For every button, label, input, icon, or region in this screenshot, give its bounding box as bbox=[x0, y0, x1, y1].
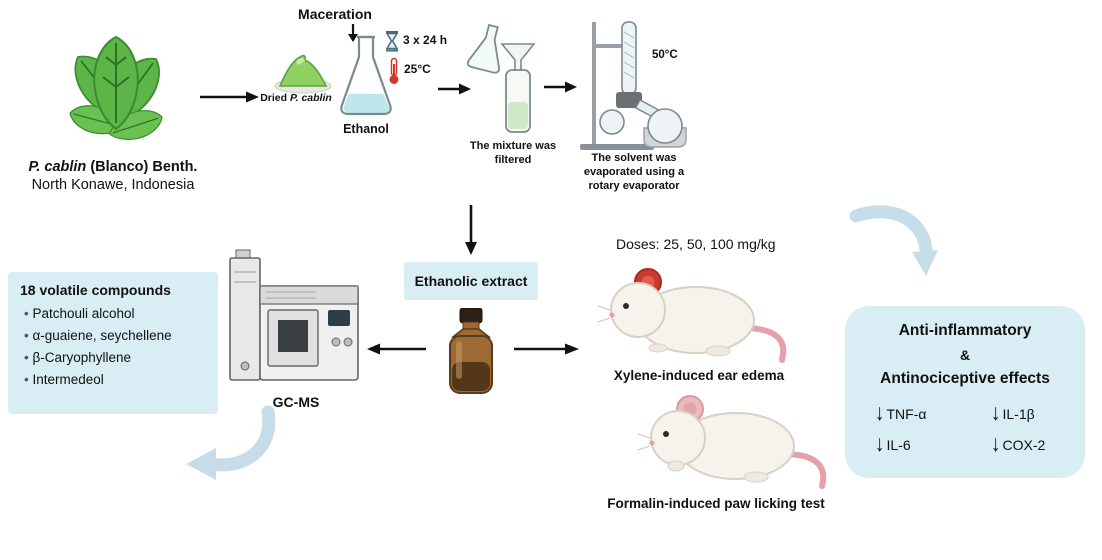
evaporation-temperature: 50°C bbox=[652, 49, 678, 61]
evaporation-caption: The solvent was evaporated using a rotar… bbox=[583, 152, 685, 192]
down-arrow-icon: ↓ bbox=[991, 400, 1001, 427]
mouse-paw-licking-illustration bbox=[637, 395, 827, 489]
hourglass-icon bbox=[385, 31, 399, 52]
ethanolic-extract-box: Ethanolic extract bbox=[404, 262, 538, 300]
dried-plant-pile-illustration bbox=[274, 54, 332, 94]
plant-authority: (Blanco) Benth. bbox=[86, 159, 198, 175]
down-arrow-icon: ↓ bbox=[991, 431, 1001, 458]
marker-label-il6: IL-6 bbox=[886, 436, 911, 453]
maceration-duration: 3 x 24 h bbox=[403, 33, 448, 47]
gcms-label: GC-MS bbox=[272, 394, 320, 410]
compounds-title: 18 volatile compounds bbox=[20, 282, 171, 298]
rotary-evaporator-illustration bbox=[580, 21, 687, 150]
filtration-bottle-illustration bbox=[500, 43, 536, 133]
volatile-compounds-panel: 18 volatile compounds Patchouli alcohol … bbox=[8, 272, 218, 414]
marker-label-cox2: COX-2 bbox=[1002, 436, 1046, 453]
filtration-caption: The mixture was filtered bbox=[469, 140, 557, 166]
markers-left-column: ↓ TNF-α ↓ IL-6 bbox=[859, 400, 965, 466]
dried-plant-label: Dried P. cablin bbox=[248, 92, 344, 105]
arrow-filtration-to-evaporation bbox=[544, 81, 577, 93]
doses-label: Doses: 25, 50, 100 mg/kg bbox=[616, 236, 776, 252]
marker-il1b: ↓ IL-1β bbox=[991, 400, 1071, 427]
marker-cox2: ↓ COX-2 bbox=[991, 431, 1071, 458]
maceration-temperature: 25°C bbox=[404, 62, 431, 76]
marker-label-il1b: IL-1β bbox=[1002, 405, 1035, 422]
erlenmeyer-flask-illustration bbox=[340, 35, 392, 116]
compound-item-2: α-guaiene, seychellene bbox=[24, 328, 206, 343]
maceration-title: Maceration bbox=[298, 6, 372, 22]
swoosh-arrow-gcms bbox=[186, 405, 276, 480]
ethanolic-extract-label: Ethanolic extract bbox=[414, 273, 528, 289]
effects-markers: ↓ TNF-α ↓ IL-6 ↓ IL-1β ↓ COX-2 bbox=[859, 400, 1071, 466]
down-arrow-icon: ↓ bbox=[875, 431, 885, 458]
thermometer-icon bbox=[389, 57, 399, 84]
down-arrow-icon: ↓ bbox=[875, 400, 885, 427]
effects-title-1: Anti-inflammatory bbox=[898, 322, 1032, 339]
effects-title-2: Antinociceptive effects bbox=[880, 370, 1050, 387]
patchouli-leaf-illustration bbox=[69, 35, 163, 140]
ear-test-label: Xylene-induced ear edema bbox=[613, 368, 785, 383]
paw-test-label: Formalin-induced paw licking test bbox=[607, 496, 825, 511]
arrow-plant-to-maceration bbox=[200, 91, 259, 103]
dried-species: P. cablin bbox=[289, 92, 332, 104]
arrow-extract-to-invivo bbox=[514, 343, 579, 355]
dried-prefix: Dried bbox=[260, 92, 290, 104]
effects-box: Anti-inflammatory & Antinociceptive effe… bbox=[845, 306, 1085, 478]
markers-right-column: ↓ IL-1β ↓ COX-2 bbox=[965, 400, 1071, 466]
filtration-flask-illustration bbox=[466, 24, 500, 74]
marker-il6: ↓ IL-6 bbox=[875, 431, 965, 458]
arrow-maceration-to-flask bbox=[348, 24, 358, 42]
effects-connector: & bbox=[959, 347, 971, 363]
arrow-extract-to-gcms bbox=[367, 343, 426, 355]
arrow-to-extract bbox=[465, 205, 477, 255]
compound-item-3: β-Caryophyllene bbox=[24, 350, 206, 365]
gcms-instrument-illustration bbox=[229, 249, 359, 381]
marker-tnf-alpha: ↓ TNF-α bbox=[875, 400, 965, 427]
plant-species: P. cablin bbox=[28, 159, 87, 175]
mouse-ear-edema-illustration bbox=[597, 268, 787, 363]
marker-label-tnf-alpha: TNF-α bbox=[886, 405, 927, 422]
solvent-label: Ethanol bbox=[343, 122, 389, 136]
compound-item-1: Patchouli alcohol bbox=[24, 306, 206, 321]
compound-item-4: Intermedeol bbox=[24, 372, 206, 387]
plant-name: P. cablin (Blanco) Benth. North Konawe, … bbox=[3, 158, 223, 194]
arrow-maceration-to-filtration bbox=[438, 83, 471, 95]
swoosh-arrow-effects bbox=[849, 205, 938, 276]
extract-bottle-illustration bbox=[449, 308, 493, 394]
plant-name-line1: P. cablin (Blanco) Benth. bbox=[3, 158, 223, 176]
plant-origin: North Konawe, Indonesia bbox=[31, 177, 195, 194]
